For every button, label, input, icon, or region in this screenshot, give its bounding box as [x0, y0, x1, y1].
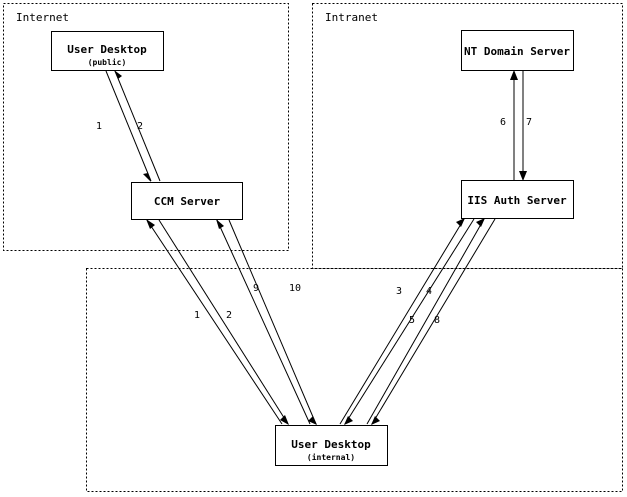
zone-internet-boundary [3, 3, 289, 251]
arrow-head-1-public-down [143, 173, 151, 182]
step-number-labels: 1 2 6 7 9 10 1 2 3 4 5 8 [96, 117, 532, 326]
arrow-head-10-down [308, 416, 317, 425]
arrow-head-7-down [519, 171, 527, 181]
step-label-2-public: 2 [137, 121, 143, 132]
node-box-ccm-server[interactable] [131, 182, 243, 220]
step-label-4: 4 [426, 286, 432, 297]
step-label-7: 7 [526, 117, 532, 128]
node-title-user-desktop-public: User Desktop [67, 43, 147, 56]
node-title-iis-auth-server: IIS Auth Server [467, 194, 567, 207]
node-subtitle-user-desktop-internal: (internal) [307, 452, 355, 462]
node-user-desktop-public[interactable]: User Desktop (public) [51, 31, 164, 71]
arrow-head-3-up [476, 218, 485, 227]
step-label-6: 6 [500, 117, 506, 128]
node-nt-domain-server[interactable]: NT Domain Server [461, 30, 574, 71]
arrow-head-6-up [510, 70, 518, 80]
connector-internal-desktop-ccm-a [146, 219, 289, 425]
step-label-10: 10 [289, 283, 301, 294]
step-label-2-internal: 2 [226, 310, 232, 321]
node-title-nt-domain-server: NT Domain Server [464, 45, 570, 58]
connector-internal-desktop-iis-a [366, 218, 496, 425]
step-label-1-internal: 1 [194, 310, 200, 321]
flow-line-2-public-up [114, 70, 161, 182]
node-iis-auth-server[interactable]: IIS Auth Server [461, 180, 574, 219]
step-label-5: 5 [409, 315, 415, 326]
node-box-user-desktop-internal[interactable] [275, 425, 388, 466]
flow-line-1-public-down [105, 70, 152, 182]
arrow-head-2-public-up [114, 70, 122, 79]
connector-iis-nt-domain [510, 70, 527, 181]
connector-internal-desktop-iis-b [339, 218, 475, 425]
node-box-iis-auth-server[interactable] [461, 180, 574, 219]
arrow-head-8-down [344, 416, 353, 425]
connector-public-desktop-ccm [105, 70, 161, 182]
flow-line-8-down [344, 218, 475, 425]
flow-line-4-down [371, 218, 496, 425]
step-label-8: 8 [434, 315, 440, 326]
step-label-3: 3 [396, 286, 402, 297]
flow-line-1-internal-up [146, 219, 283, 425]
flow-line-3-up [366, 218, 485, 425]
step-label-1-public: 1 [96, 121, 102, 132]
node-ccm-server[interactable]: CCM Server [131, 182, 243, 220]
node-title-user-desktop-internal: User Desktop [291, 438, 371, 451]
step-label-9: 9 [253, 283, 259, 294]
node-box-nt-domain-server[interactable] [461, 30, 574, 71]
node-title-ccm-server: CCM Server [154, 195, 221, 208]
flow-line-9-up [216, 219, 311, 425]
node-user-desktop-internal[interactable]: User Desktop (internal) [275, 425, 388, 466]
flow-line-5-up [339, 218, 465, 425]
arrow-head-4-down [371, 416, 380, 425]
zone-label-intranet: Intranet [325, 11, 378, 24]
node-subtitle-user-desktop-public: (public) [88, 57, 127, 67]
arrow-head-1-internal-up [146, 219, 155, 229]
connector-internal-desktop-ccm-b [216, 219, 317, 425]
arrow-head-2-internal-down [280, 415, 289, 425]
arrow-head-9-up [216, 219, 224, 229]
arrow-head-5-up [456, 218, 465, 227]
node-box-user-desktop-public[interactable] [51, 31, 164, 71]
zone-internal-boundary [86, 268, 623, 492]
zone-boundaries [3, 3, 623, 492]
flow-line-2-internal-down [158, 219, 289, 425]
flow-line-10-down [228, 219, 317, 425]
zone-label-internet: Internet [16, 11, 69, 24]
